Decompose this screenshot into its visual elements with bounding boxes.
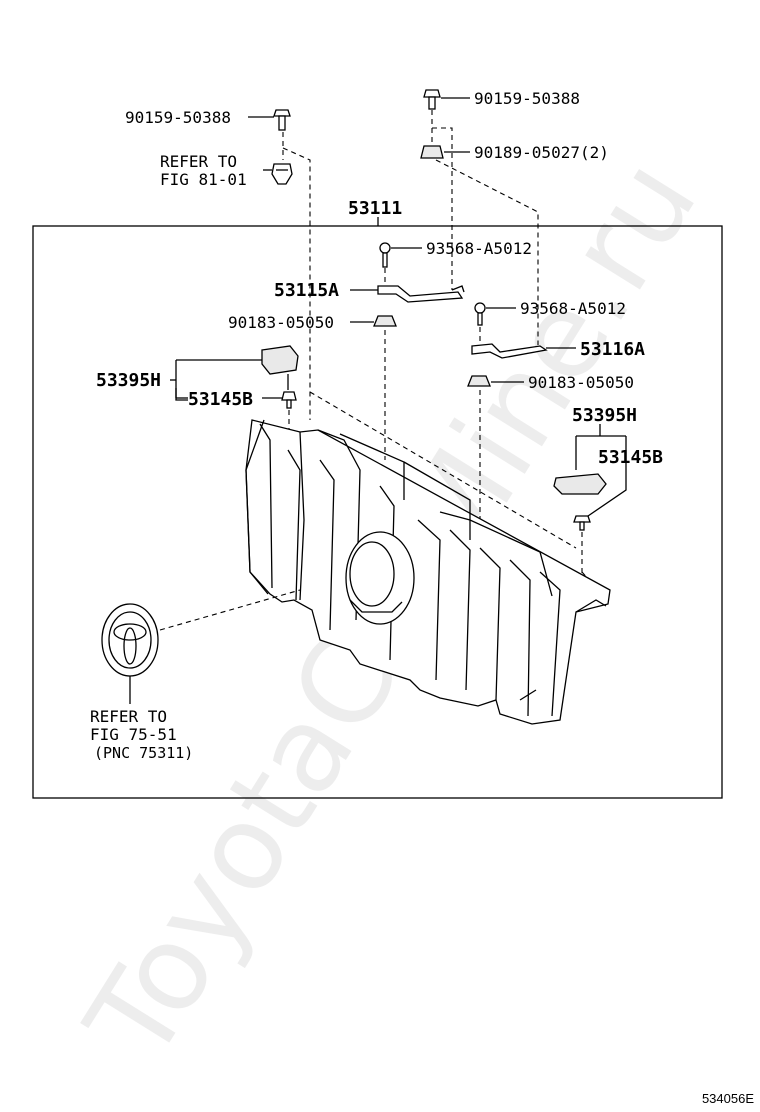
- cover-53395h-right: [553, 473, 607, 495]
- clip-53145b-right: [573, 515, 591, 531]
- label-refer-to-2: REFER TO: [90, 707, 167, 726]
- nut-90183-right: [467, 375, 491, 387]
- label-53145b-left: 53145B: [188, 389, 253, 410]
- label-fig-81-01: FIG 81-01: [160, 170, 247, 189]
- label-53395h-left: 53395H: [96, 370, 161, 391]
- clip-90189: [420, 145, 444, 159]
- label-90159-50388-left: 90159-50388: [125, 108, 231, 127]
- label-fig-75-51: FIG 75-51: [90, 725, 177, 744]
- screw-93568-1: [379, 242, 391, 268]
- bolt-90159-left: [273, 109, 291, 131]
- label-53395h-right: 53395H: [572, 405, 637, 426]
- label-90183-05050-right: 90183-05050: [528, 373, 634, 392]
- clip-53145b-left: [281, 391, 297, 409]
- label-refer-to-1: REFER TO: [160, 152, 237, 171]
- cover-53395h-left: [261, 345, 299, 375]
- label-93568-a5012-2: 93568-A5012: [520, 299, 626, 318]
- label-93568-a5012-1: 93568-A5012: [426, 239, 532, 258]
- toyota-emblem: [101, 603, 159, 677]
- label-90159-50388-right: 90159-50388: [474, 89, 580, 108]
- bracket-53115a: [377, 285, 465, 303]
- bolt-90159-right: [423, 89, 441, 110]
- label-90183-05050-left: 90183-05050: [228, 313, 334, 332]
- clip-refer-81: [271, 163, 293, 185]
- nut-90183-left: [373, 315, 397, 327]
- label-53115a: 53115A: [274, 280, 339, 301]
- figure-id: 534056E: [701, 1091, 754, 1106]
- label-53145b-right: 53145B: [598, 447, 663, 468]
- screw-93568-2: [474, 302, 486, 326]
- bracket-53116a: [471, 343, 548, 359]
- label-90189-05027: 90189-05027(2): [474, 143, 609, 162]
- label-53111: 53111: [348, 198, 402, 219]
- label-pnc-75311: (PNC 75311): [94, 744, 193, 762]
- label-53116a: 53116A: [580, 339, 645, 360]
- radiator-grille: [245, 419, 611, 725]
